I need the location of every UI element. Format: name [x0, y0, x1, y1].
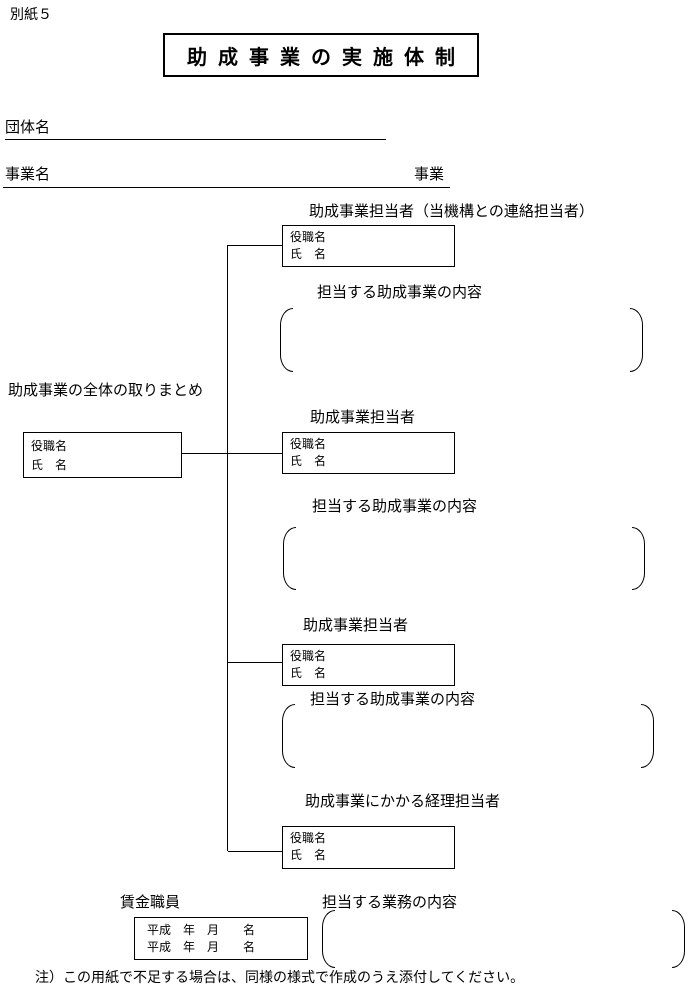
open-paren-shape	[280, 308, 293, 372]
section-2-content-area	[283, 527, 645, 590]
name-label: 氏 名	[290, 666, 327, 680]
position-label: 役職名	[290, 831, 327, 845]
close-paren-shape	[630, 308, 643, 372]
close-paren-shape	[672, 910, 685, 968]
page-title: 助成事業の実施体制	[187, 46, 466, 69]
open-paren-shape	[282, 704, 295, 768]
connector-line-section-2	[182, 453, 282, 454]
open-paren-shape	[283, 527, 296, 590]
role-box-section-2: 役職名 氏 名	[282, 432, 455, 474]
section-1-heading: 助成事業担当者（当機構との連絡担当者）	[309, 203, 594, 220]
wage-staff-box: 平成 年 月 名 平成 年 月 名	[134, 917, 308, 960]
name-label: 氏 名	[290, 454, 327, 468]
connector-line-section-3	[228, 662, 282, 663]
business-content-area	[322, 910, 685, 968]
section-1-content-heading: 担当する助成事業の内容	[317, 284, 483, 301]
connector-line-section-4	[228, 851, 282, 852]
project-name-label: 事業名	[5, 166, 51, 183]
wage-staff-label: 賃金職員	[120, 894, 181, 911]
position-label: 役職名	[290, 230, 327, 244]
trunk-connector-line	[227, 245, 228, 851]
coordinator-label: 助成事業の全体の取りまとめ	[8, 382, 204, 399]
org-name-label: 団体名	[5, 119, 51, 136]
name-label: 氏 名	[290, 247, 327, 261]
project-name-fill-line	[3, 187, 412, 188]
position-label: 役職名	[31, 439, 68, 453]
connector-line-section-1	[228, 245, 282, 246]
business-content-heading: 担当する業務の内容	[322, 894, 458, 911]
footnote-text: 注）この用紙で不足する場合は、同様の様式で作成のうえ添付してください。	[35, 969, 525, 985]
section-3-heading: 助成事業担当者	[303, 617, 409, 634]
open-paren-shape	[322, 910, 335, 968]
section-3-content-heading: 担当する助成事業の内容	[310, 691, 476, 708]
close-paren-shape	[632, 527, 645, 590]
section-1-content-area	[280, 308, 643, 372]
wage-staff-row: 平成 年 月 名	[147, 940, 256, 954]
project-suffix-label: 事業	[414, 166, 445, 183]
section-3-content-area	[282, 704, 654, 768]
role-box-section-4: 役職名 氏 名	[282, 826, 455, 869]
title-box: 助成事業の実施体制	[163, 33, 479, 77]
section-2-heading: 助成事業担当者	[310, 409, 416, 426]
section-4-heading: 助成事業にかかる経理担当者	[305, 793, 501, 810]
wage-staff-row: 平成 年 月 名	[147, 923, 256, 937]
attachment-label: 別紙５	[10, 6, 52, 22]
org-name-fill-line	[5, 139, 386, 140]
project-suffix-underline	[412, 187, 450, 188]
close-paren-shape	[641, 704, 654, 768]
section-2-content-heading: 担当する助成事業の内容	[312, 498, 478, 515]
name-label: 氏 名	[31, 458, 68, 472]
position-label: 役職名	[290, 649, 327, 663]
coordinator-role-box: 役職名 氏 名	[23, 432, 182, 478]
position-label: 役職名	[290, 437, 327, 451]
name-label: 氏 名	[290, 848, 327, 862]
role-box-section-3: 役職名 氏 名	[282, 644, 455, 686]
role-box-section-1: 役職名 氏 名	[282, 225, 455, 267]
